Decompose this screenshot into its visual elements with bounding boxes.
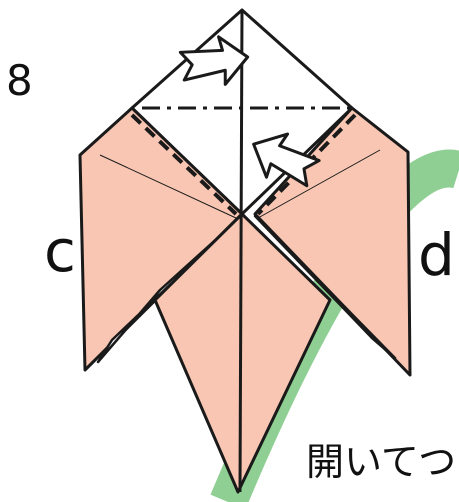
instruction-caption: 開いてつ: [306, 443, 456, 481]
step-number: 8: [6, 60, 33, 102]
center-line: [240, 10, 242, 492]
corner-label-right: d: [418, 226, 455, 284]
corner-label-left: c: [44, 222, 76, 280]
